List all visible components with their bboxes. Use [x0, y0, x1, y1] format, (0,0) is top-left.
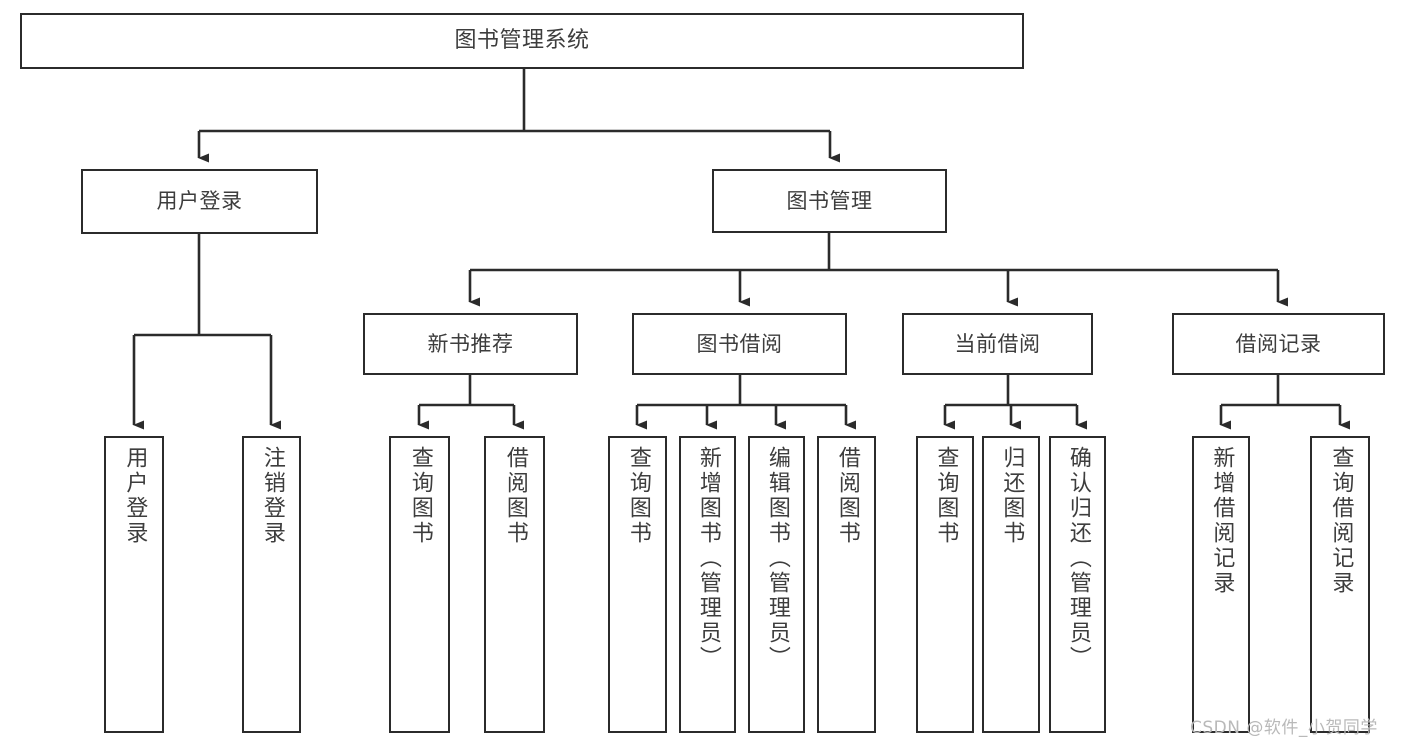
node-root-label: 图书管理系统 — [454, 28, 590, 54]
csdn-watermark: CSDN @软件_小贺同学 — [1190, 718, 1378, 738]
node-leaf-add-record-label: 新增借阅记录 — [1209, 446, 1235, 596]
node-leaf-edit-book-label: 编辑图书（管理员） — [764, 446, 790, 671]
node-user-login[interactable]: 用户登录 — [81, 169, 318, 234]
node-leaf-user-login[interactable]: 用户登录 — [104, 436, 164, 733]
node-leaf-borrow-book-rec-label: 借阅图书 — [502, 446, 528, 546]
node-leaf-user-login-label: 用户登录 — [122, 446, 148, 546]
node-leaf-add-book-label: 新增图书（管理员） — [695, 446, 721, 671]
node-leaf-query-book-rec-label: 查询图书 — [407, 446, 433, 546]
node-leaf-query-record-label: 查询借阅记录 — [1328, 446, 1354, 596]
node-leaf-edit-book[interactable]: 编辑图书（管理员） — [748, 436, 805, 733]
node-leaf-borrow-book-label: 借阅图书 — [834, 446, 860, 546]
node-borrow-record[interactable]: 借阅记录 — [1172, 313, 1385, 375]
node-root[interactable]: 图书管理系统 — [20, 13, 1024, 69]
node-new-book-rec-label: 新书推荐 — [427, 331, 514, 356]
node-user-login-label: 用户登录 — [156, 189, 243, 214]
node-book-borrow[interactable]: 图书借阅 — [632, 313, 847, 375]
node-leaf-confirm-return[interactable]: 确认归还（管理员） — [1049, 436, 1106, 733]
node-leaf-borrow-book[interactable]: 借阅图书 — [817, 436, 876, 733]
node-leaf-borrow-book-rec[interactable]: 借阅图书 — [484, 436, 545, 733]
node-leaf-return-book[interactable]: 归还图书 — [982, 436, 1040, 733]
node-leaf-query-book-cur-label: 查询图书 — [933, 446, 959, 546]
node-leaf-logout[interactable]: 注销登录 — [242, 436, 301, 733]
node-leaf-confirm-return-label: 确认归还（管理员） — [1065, 446, 1091, 671]
node-leaf-query-book-borrow-label: 查询图书 — [625, 446, 651, 546]
node-leaf-query-book-rec[interactable]: 查询图书 — [389, 436, 450, 733]
node-leaf-add-record[interactable]: 新增借阅记录 — [1192, 436, 1250, 733]
node-current-borrow-label: 当前借阅 — [954, 331, 1041, 356]
node-leaf-logout-label: 注销登录 — [259, 446, 285, 546]
node-leaf-query-book-borrow[interactable]: 查询图书 — [608, 436, 667, 733]
node-leaf-query-record[interactable]: 查询借阅记录 — [1310, 436, 1370, 733]
node-book-manage-label: 图书管理 — [786, 188, 873, 213]
node-leaf-add-book[interactable]: 新增图书（管理员） — [679, 436, 736, 733]
node-new-book-rec[interactable]: 新书推荐 — [363, 313, 578, 375]
node-book-borrow-label: 图书借阅 — [696, 331, 783, 356]
node-book-manage[interactable]: 图书管理 — [712, 169, 947, 233]
node-current-borrow[interactable]: 当前借阅 — [902, 313, 1093, 375]
node-leaf-query-book-cur[interactable]: 查询图书 — [916, 436, 974, 733]
node-leaf-return-book-label: 归还图书 — [999, 446, 1025, 546]
node-borrow-record-label: 借阅记录 — [1235, 331, 1322, 356]
